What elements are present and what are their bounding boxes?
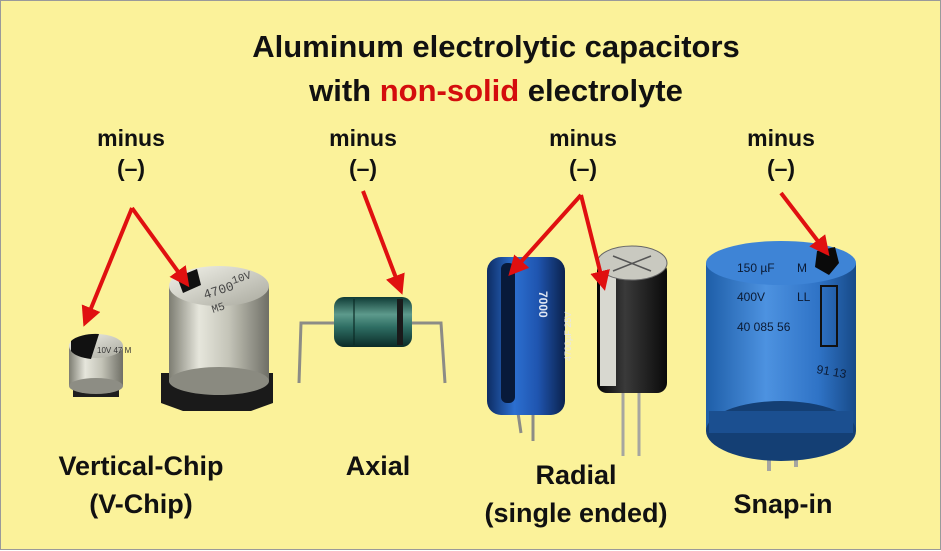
minus-label-snapin: minus (–) bbox=[721, 123, 841, 183]
snapin-marking-5: 40 085 56 bbox=[737, 320, 791, 334]
radial-black-marking: 4700µF 25V bbox=[563, 312, 573, 361]
minus-symbol: (–) bbox=[568, 155, 598, 181]
minus-word: minus bbox=[329, 125, 397, 151]
type-label-line: Vertical-Chip bbox=[58, 451, 224, 481]
snapin-marking-6: 91 13 bbox=[815, 362, 847, 381]
figure-title-line-2: with non-solid electrolyte bbox=[151, 73, 841, 109]
type-label-vchip: Vertical-Chip (V-Chip) bbox=[41, 447, 241, 523]
arrow-radial-black bbox=[579, 194, 610, 291]
radial-blue-capacitor: 7000 bbox=[487, 257, 565, 441]
vchip-large-marking-1: 10V bbox=[231, 270, 254, 288]
type-label-axial: Axial bbox=[313, 447, 443, 485]
title-suffix: electrolyte bbox=[519, 73, 683, 108]
vchip-small-marking: 10V 47 M bbox=[97, 346, 132, 355]
type-label-line: Axial bbox=[345, 451, 411, 481]
minus-label-radial: minus (–) bbox=[523, 123, 643, 183]
minus-word: minus bbox=[747, 125, 815, 151]
minus-symbol: (–) bbox=[348, 155, 378, 181]
vchip-large-marking-3: M5 bbox=[211, 301, 227, 316]
radial-blue-marking: 7000 bbox=[536, 291, 550, 318]
radial-black-capacitor: 4700µF 25V bbox=[563, 245, 668, 456]
type-label-snapin: Snap-in bbox=[713, 485, 853, 523]
minus-label-axial: minus (–) bbox=[303, 123, 423, 183]
vchip-small-capacitor: 10V 47 M bbox=[69, 333, 132, 397]
arrow-vchip-large bbox=[130, 206, 190, 288]
minus-word: minus bbox=[97, 125, 165, 151]
vchip-large-capacitor: 10V 4700 M5 bbox=[161, 266, 273, 411]
minus-symbol: (–) bbox=[116, 155, 146, 181]
snapin-marking-3: 400V bbox=[737, 290, 765, 304]
type-label-line: (single ended) bbox=[484, 498, 668, 528]
figure-title-line-1: Aluminum electrolytic capacitors bbox=[252, 29, 740, 64]
minus-word: minus bbox=[549, 125, 617, 151]
type-label-radial: Radial (single ended) bbox=[456, 456, 696, 532]
axial-capacitor bbox=[297, 297, 447, 384]
arrow-radial-blue bbox=[508, 193, 583, 276]
minus-label-vchip: minus (–) bbox=[71, 123, 191, 183]
title-highlight: non-solid bbox=[379, 73, 520, 108]
arrow-vchip-small bbox=[81, 207, 134, 327]
minus-arrows bbox=[81, 190, 830, 327]
minus-symbol: (–) bbox=[766, 155, 796, 181]
snapin-marking-1: 150 µF bbox=[737, 261, 775, 275]
arrow-axial bbox=[361, 190, 405, 295]
snapin-capacitor: 150 µF M 400V LL 40 085 56 91 13 bbox=[706, 241, 856, 471]
type-label-line: Snap-in bbox=[733, 489, 833, 519]
snapin-marking-4: LL bbox=[797, 290, 811, 304]
type-label-line: (V-Chip) bbox=[89, 489, 193, 519]
snapin-marking-2: M bbox=[797, 261, 807, 275]
type-label-line: Radial bbox=[535, 460, 617, 490]
arrow-snapin bbox=[779, 191, 830, 257]
title-prefix: with bbox=[309, 73, 380, 108]
